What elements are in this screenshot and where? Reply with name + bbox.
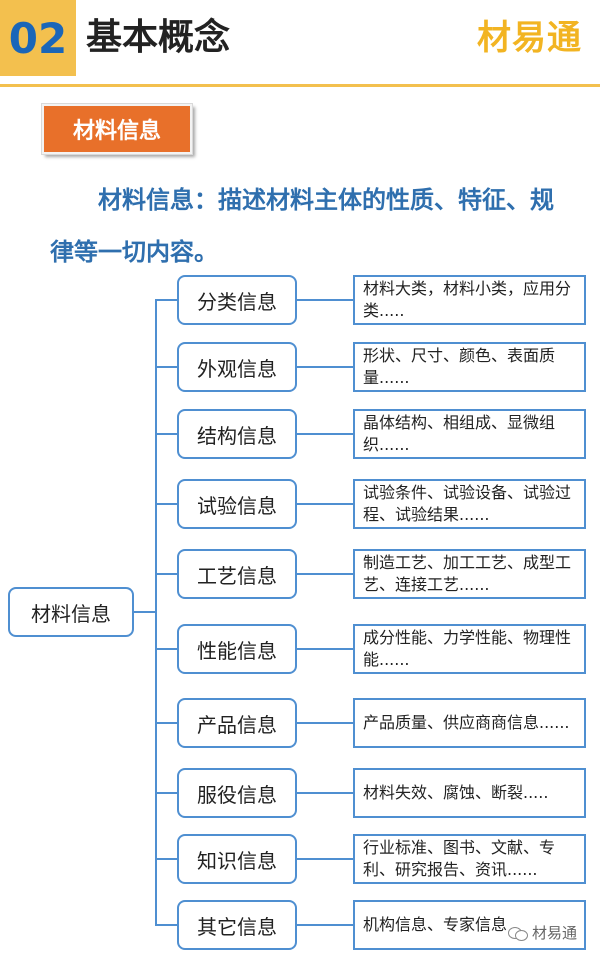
detail-connector <box>297 573 353 575</box>
detail-node: 试验条件、试验设备、试验过程、试验结果...... <box>353 479 586 529</box>
detail-text: 材料失效、腐蚀、断裂..... <box>363 783 549 802</box>
detail-text: 材料大类，材料小类，应用分类..... <box>363 279 572 320</box>
detail-text: 形状、尺寸、颜色、表面质量...... <box>363 346 556 387</box>
detail-connector <box>297 366 353 368</box>
branch-connector <box>155 366 177 368</box>
branch-connector <box>155 722 177 724</box>
detail-text: 晶体结构、相组成、显微组织...... <box>363 413 556 454</box>
detail-connector <box>297 648 353 650</box>
detail-connector <box>297 503 353 505</box>
category-node: 分类信息 <box>177 275 297 325</box>
branch-connector <box>155 924 177 926</box>
detail-node: 晶体结构、相组成、显微组织...... <box>353 409 586 459</box>
category-node: 试验信息 <box>177 479 297 529</box>
header-divider <box>0 84 600 87</box>
detail-node: 制造工艺、加工工艺、成型工艺、连接工艺...... <box>353 549 586 599</box>
detail-node: 机构信息、专家信息 <box>353 900 586 950</box>
detail-connector <box>297 924 353 926</box>
branch-connector <box>155 573 177 575</box>
category-node: 性能信息 <box>177 624 297 674</box>
diagram-root-node: 材料信息 <box>8 587 134 637</box>
branch-connector <box>155 858 177 860</box>
detail-connector <box>297 299 353 301</box>
detail-node: 形状、尺寸、颜色、表面质量...... <box>353 342 586 392</box>
branch-connector <box>155 792 177 794</box>
detail-text: 制造工艺、加工工艺、成型工艺、连接工艺...... <box>363 553 572 594</box>
brand-logo-text: 材易通 <box>477 18 582 58</box>
definition-text: 材料信息：描述材料主体的性质、特征、规律等一切内容。 <box>50 186 554 266</box>
trunk-connector <box>155 299 157 926</box>
branch-connector <box>155 299 177 301</box>
detail-text: 机构信息、专家信息 <box>363 915 508 934</box>
detail-node: 行业标准、图书、文献、专利、研究报告、资讯...... <box>353 834 586 884</box>
category-node: 知识信息 <box>177 834 297 884</box>
detail-text: 试验条件、试验设备、试验过程、试验结果...... <box>363 483 572 524</box>
watermark-text: 材易通 <box>532 924 578 942</box>
detail-node: 产品质量、供应商商信息...... <box>353 698 586 748</box>
detail-node: 成分性能、力学性能、物理性能...... <box>353 624 586 674</box>
category-node: 产品信息 <box>177 698 297 748</box>
section-number: 02 <box>0 0 76 76</box>
category-node: 其它信息 <box>177 900 297 950</box>
detail-text: 成分性能、力学性能、物理性能...... <box>363 628 572 669</box>
root-connector <box>134 611 156 613</box>
category-node: 服役信息 <box>177 768 297 818</box>
branch-connector <box>155 648 177 650</box>
header: 02 基本概念 材易通 <box>0 0 600 78</box>
detail-text: 行业标准、图书、文献、专利、研究报告、资讯...... <box>363 838 556 879</box>
category-node: 工艺信息 <box>177 549 297 599</box>
section-tag: 材料信息 <box>41 103 193 155</box>
detail-node: 材料大类，材料小类，应用分类..... <box>353 275 586 325</box>
branch-connector <box>155 503 177 505</box>
watermark: 材易通 <box>508 922 577 943</box>
detail-connector <box>297 722 353 724</box>
branch-connector <box>155 433 177 435</box>
detail-text: 产品质量、供应商商信息...... <box>363 713 570 732</box>
detail-connector <box>297 792 353 794</box>
detail-connector <box>297 858 353 860</box>
page-title: 基本概念 <box>86 17 231 58</box>
detail-connector <box>297 433 353 435</box>
category-node: 外观信息 <box>177 342 297 392</box>
category-node: 结构信息 <box>177 409 297 459</box>
detail-node: 材料失效、腐蚀、断裂..... <box>353 768 586 818</box>
wechat-icon <box>508 926 528 941</box>
